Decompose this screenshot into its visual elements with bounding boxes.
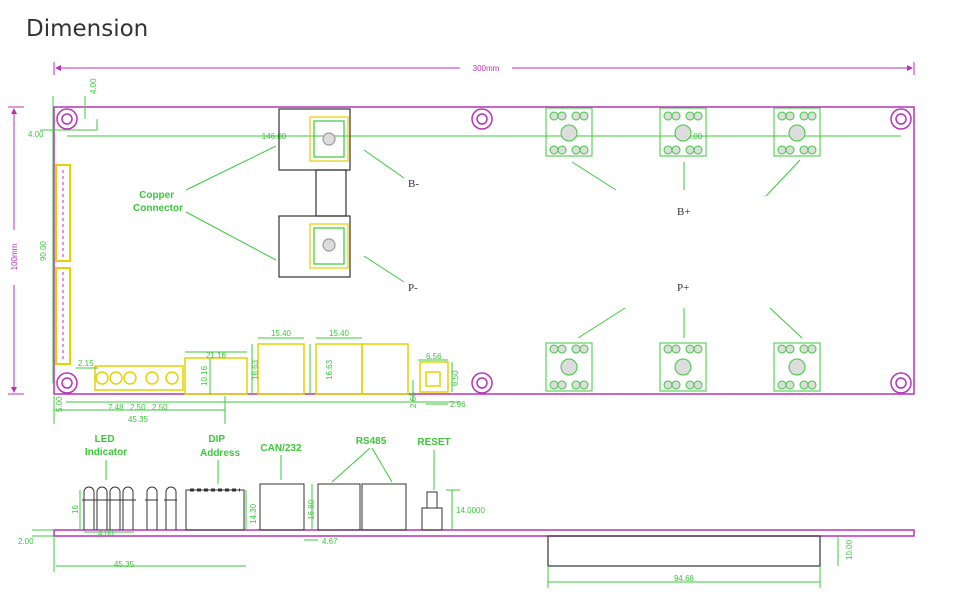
- side-can-connector: [259, 483, 305, 531]
- led-offset-dim: 5.00: [55, 396, 64, 412]
- can-height-dim: 16.63: [251, 359, 260, 380]
- terminal-p-minus: P-: [408, 282, 418, 294]
- top-dip-switch: [184, 357, 248, 395]
- can-232-label: CAN/232: [260, 443, 302, 454]
- led-a-dim: 2.50: [130, 403, 146, 412]
- bottom-block-width-dim: 94.68: [674, 574, 695, 583]
- reset-width-dim: 6.56: [426, 352, 442, 361]
- overall-height-label: 100mm: [10, 243, 19, 270]
- led-base-dim: 4.00: [98, 529, 114, 538]
- overall-width-dimension: 300mm: [53, 62, 915, 75]
- side-led-indicators: [82, 486, 177, 530]
- side-bottom-block: [547, 535, 821, 567]
- led-pitch-dim: 2.15: [78, 359, 94, 368]
- reset-label: RESET: [417, 437, 450, 448]
- top-can-connector: [257, 343, 305, 395]
- left-header-connector: [55, 164, 71, 365]
- terminal-b-plus: B+: [677, 206, 691, 218]
- p-plus-studs: [545, 342, 821, 392]
- copper-connector-b-minus: [278, 108, 351, 171]
- led-span-dim: 7.48: [108, 403, 124, 412]
- rs485-offset-dim: 4.67: [322, 537, 338, 546]
- b-plus-studs: [545, 107, 821, 157]
- led-b-dim: 2.50: [152, 403, 168, 412]
- top-rs485-connectors: [315, 343, 409, 395]
- side-pcb: [53, 529, 915, 537]
- board-outline: [53, 106, 915, 395]
- terminal-b-minus: B-: [408, 178, 419, 190]
- can-width-dim: 15.40: [271, 329, 292, 338]
- side-overall-dim: 45.35: [114, 560, 135, 569]
- led-indicator-label: LED Indicator: [85, 434, 127, 458]
- overall-height-dimension: 100mm: [8, 106, 24, 395]
- rs485-width-dim: 15.40: [329, 329, 350, 338]
- copper-connector-label: Copper Connector: [133, 190, 183, 214]
- overall-width-label: 300mm: [473, 64, 500, 73]
- dip-width-dim: 21.16: [206, 351, 227, 360]
- dip-height-side-dim: 14.30: [249, 503, 258, 524]
- terminal-p-plus: P+: [677, 282, 689, 294]
- dip-height-dim: 10.16: [200, 365, 209, 386]
- top-overall-dim: 45.35: [128, 415, 149, 424]
- reset-height-dim: 6.50: [451, 370, 460, 386]
- side-dip-switch: [185, 488, 245, 531]
- side-reset-button: [421, 491, 443, 531]
- inner-dimensions: [40, 96, 901, 383]
- side-rs485-connectors: [317, 483, 407, 531]
- inner-height: 90.00: [39, 240, 48, 261]
- copper-connector-p-minus: [278, 215, 351, 278]
- top-reset-button: [419, 361, 449, 393]
- copper-bridge: [315, 169, 347, 217]
- led-height-dim: 16: [71, 505, 80, 514]
- mounting-holes: [56, 108, 912, 394]
- bottom-block-height-dim: 10.00: [845, 539, 854, 560]
- rs485-height-side-dim: 16.80: [307, 499, 316, 520]
- page-title: Dimension: [26, 16, 149, 42]
- board-thickness-dim: 2.00: [18, 537, 34, 546]
- rs485-height-dim: 16.63: [325, 359, 334, 380]
- dip-address-label: DIP Address: [200, 434, 240, 459]
- top-led-indicators: [94, 365, 184, 391]
- reset-offset-dim: 2.66: [409, 392, 418, 408]
- reset-gap-dim: 2.96: [450, 400, 466, 409]
- hole-offset-y: 4.00: [89, 78, 98, 94]
- inner-width-left: 146.00: [262, 132, 287, 141]
- rs485-label: RS485: [356, 436, 387, 447]
- reset-height-side-dim: 14.0000: [456, 506, 485, 515]
- hole-offset-x: 4.00: [28, 130, 44, 139]
